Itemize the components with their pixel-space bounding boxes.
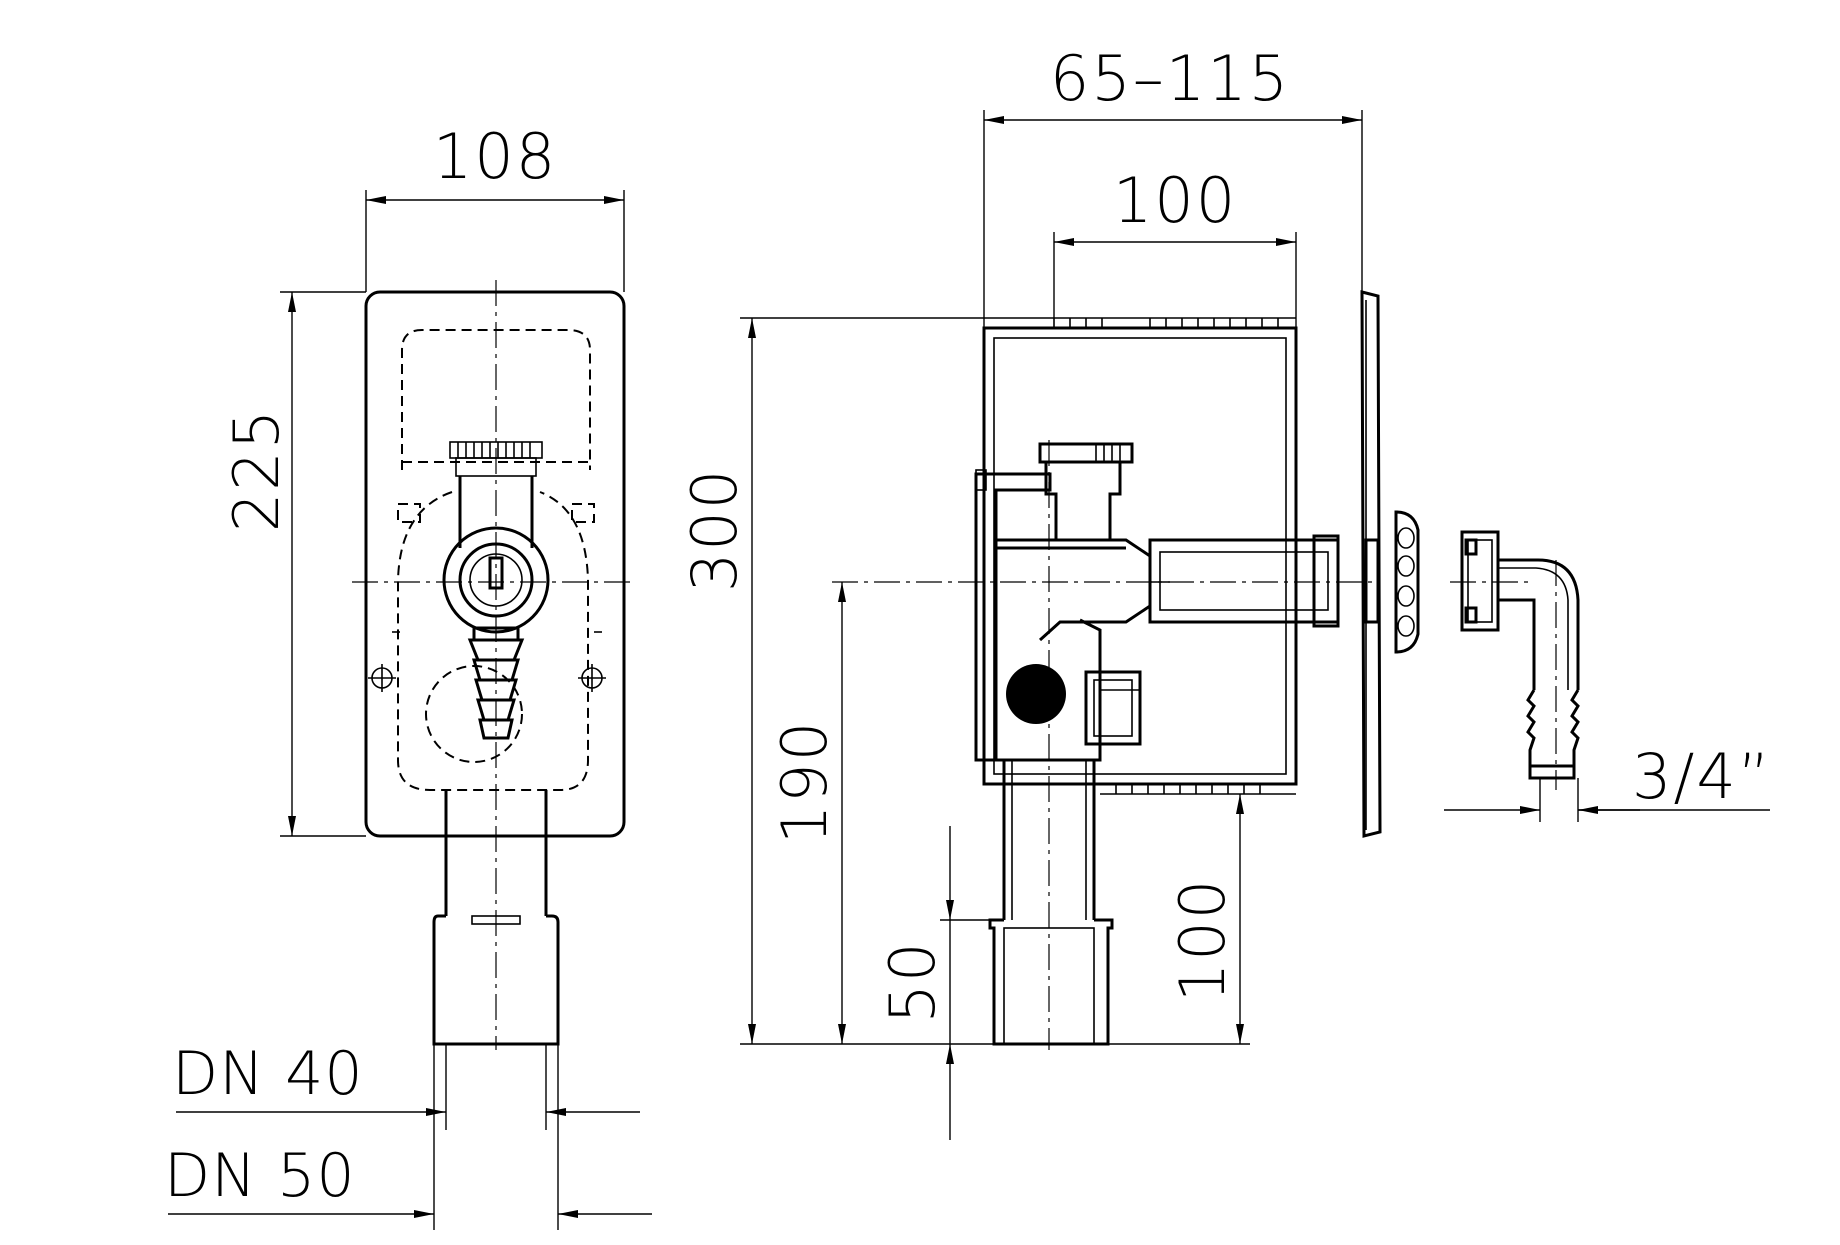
- front-fixing-left: [368, 631, 400, 692]
- elbow-union-nut: [1460, 530, 1500, 632]
- front-width-dimension: 108: [433, 120, 557, 193]
- front-hidden-cover: [401, 329, 591, 470]
- dn50-label: DN 50: [164, 1141, 356, 1211]
- front-outlet-ring-outer: [442, 526, 550, 634]
- front-view: 108 225 DN 40 DN 50: [164, 120, 652, 1230]
- front-hose-tail: [467, 626, 525, 740]
- front-outlet-socket: [432, 914, 560, 1046]
- side-spigot-dimension: 50: [876, 941, 949, 1024]
- front-outlet-ring-inner: [458, 542, 534, 618]
- dn40-label: DN 40: [172, 1039, 364, 1109]
- elbow-fitting: 3/4”: [1444, 530, 1772, 822]
- side-depth-range-dimension: 65–115: [1050, 42, 1290, 115]
- side-trap-chamber: [974, 472, 1052, 762]
- front-hidden-trap: [397, 491, 589, 791]
- elbow-hose-tail: [1526, 689, 1580, 768]
- front-fixing-right: [578, 631, 606, 692]
- side-box-outline: [982, 326, 1298, 786]
- side-trap-ball: [1006, 664, 1066, 724]
- elbow-thread-dimension: 3/4”: [1632, 740, 1772, 813]
- side-inlet-height-dimension: 190: [768, 720, 841, 844]
- side-wall-plate: [1360, 290, 1382, 838]
- side-drain-insert: [1038, 442, 1134, 464]
- front-box-outline: [364, 290, 626, 838]
- side-view: 65–115 100 300 190 50 100: [678, 42, 1420, 1140]
- side-body-depth-dimension: 100: [1113, 164, 1237, 237]
- side-outlet-height-dimension: 100: [1166, 878, 1239, 1002]
- front-hidden-bend: [425, 665, 523, 763]
- side-total-height-dimension: 300: [678, 468, 751, 592]
- side-horizontal-connector: [996, 538, 1152, 642]
- side-rosette: [1394, 510, 1420, 654]
- front-height-dimension: 225: [220, 408, 293, 532]
